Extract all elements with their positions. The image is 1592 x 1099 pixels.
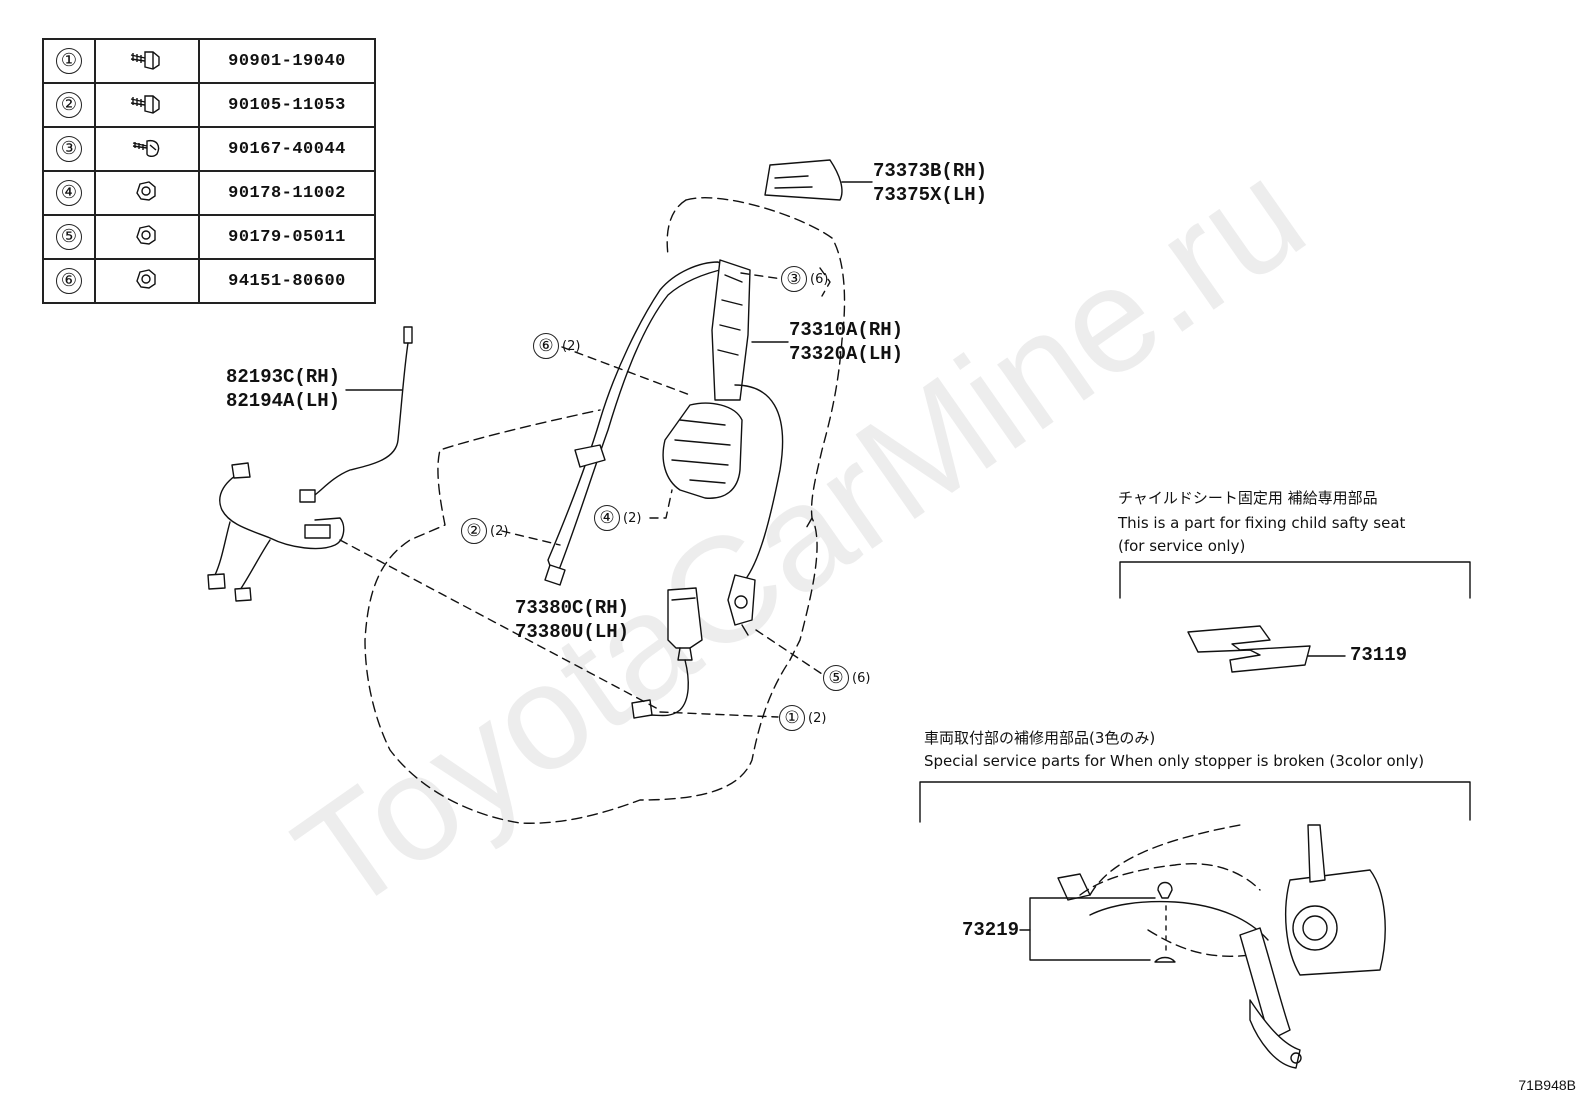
part-label-belt-lh: 73320A(LH) [789,343,904,365]
stopper-note-jp: 車両取付部の補修用部品(3色のみ) [924,729,1156,747]
reference-number-cell: ③ [42,126,96,172]
callout-2: ② (2) [461,518,508,544]
reference-number: ② [56,92,82,118]
callout-6: ⑥ (2) [533,333,580,359]
child-seat-note-en: This is a part for fixing child safty se… [1118,514,1406,532]
shoulder-cover [764,159,843,201]
part-number-cell: 90179-05011 [198,214,376,260]
screw-icon [94,126,200,172]
nut-icon [94,170,200,216]
parts-table-row: ① 90901-19040 [42,38,376,84]
stopper-note-en: Special service parts for When only stop… [924,752,1425,770]
reference-number-cell: ⑥ [42,258,96,304]
child-seat-part-box [1119,561,1471,673]
child-seat-note-jp: チャイルドシート固定用 補給専用部品 [1118,489,1378,507]
seat-belt-assembly [544,259,784,636]
callout-1-number: ① [779,705,805,731]
parts-table-row: ③ 90167-40044 [42,126,376,172]
reference-number-cell: ② [42,82,96,128]
callout-6-number: ⑥ [533,333,559,359]
seat-outline [364,197,846,824]
reference-number: ③ [56,136,82,162]
part-label-stopper: 73219 [962,919,1020,941]
reference-number-cell: ④ [42,170,96,216]
leader-lines [339,267,831,718]
parts-table-row: ② 90105-11053 [42,82,376,128]
part-label-harness-lh: 82194A(LH) [226,390,341,412]
callout-3: ③ (6) [781,266,828,292]
callout-5-number: ⑤ [823,665,849,691]
callout-5-qty: (6) [852,670,871,686]
callout-2-qty: (2) [490,523,509,539]
nut-icon [94,258,200,304]
nut-icon [94,214,200,260]
parts-table-row: ⑥ 94151-80600 [42,258,376,304]
reference-number-cell: ① [42,38,96,84]
part-label-belt-rh: 73310A(RH) [789,319,904,341]
part-label-harness-rh: 82193C(RH) [226,366,341,388]
stopper-part-box [919,781,1471,1069]
parts-table-row: ⑤ 90179-05011 [42,214,376,260]
part-number-cell: 90105-11053 [198,82,376,128]
callout-6-qty: (2) [562,338,581,354]
parts-table-row: ④ 90178-11002 [42,170,376,216]
part-label-cover-lh: 73375X(LH) [873,184,988,206]
diagram-code: 71B948B [1518,1077,1576,1093]
callout-4-qty: (2) [623,510,642,526]
bolt-icon [94,38,200,84]
part-number-cell: 90178-11002 [198,170,376,216]
callout-2-number: ② [461,518,487,544]
child-seat-note-service: (for service only) [1118,537,1246,555]
reference-number: ① [56,48,82,74]
reference-number: ⑤ [56,224,82,250]
callout-4-number: ④ [594,505,620,531]
callout-4: ④ (2) [594,505,641,531]
part-number-cell: 90901-19040 [198,38,376,84]
callout-1: ① (2) [779,705,826,731]
wire-harness [207,326,413,602]
reference-number: ⑥ [56,268,82,294]
callout-5: ⑤ (6) [823,665,870,691]
callout-1-qty: (2) [808,710,827,726]
part-label-buckle-lh: 73380U(LH) [515,621,630,643]
part-label-child-seat: 73119 [1350,644,1408,666]
part-label-cover-rh: 73373B(RH) [873,160,988,182]
part-label-buckle-rh: 73380C(RH) [515,597,630,619]
reference-number: ④ [56,180,82,206]
fastener-parts-table: ① 90901-19040 ② 90105-11053 ③ 90167-40044 ④ 901… [42,38,376,304]
callout-3-number: ③ [781,266,807,292]
part-number-cell: 90167-40044 [198,126,376,172]
bolt-icon [94,82,200,128]
callout-3-qty: (6) [810,271,829,287]
part-number-cell: 94151-80600 [198,258,376,304]
reference-number-cell: ⑤ [42,214,96,260]
buckle-assembly [631,587,703,719]
